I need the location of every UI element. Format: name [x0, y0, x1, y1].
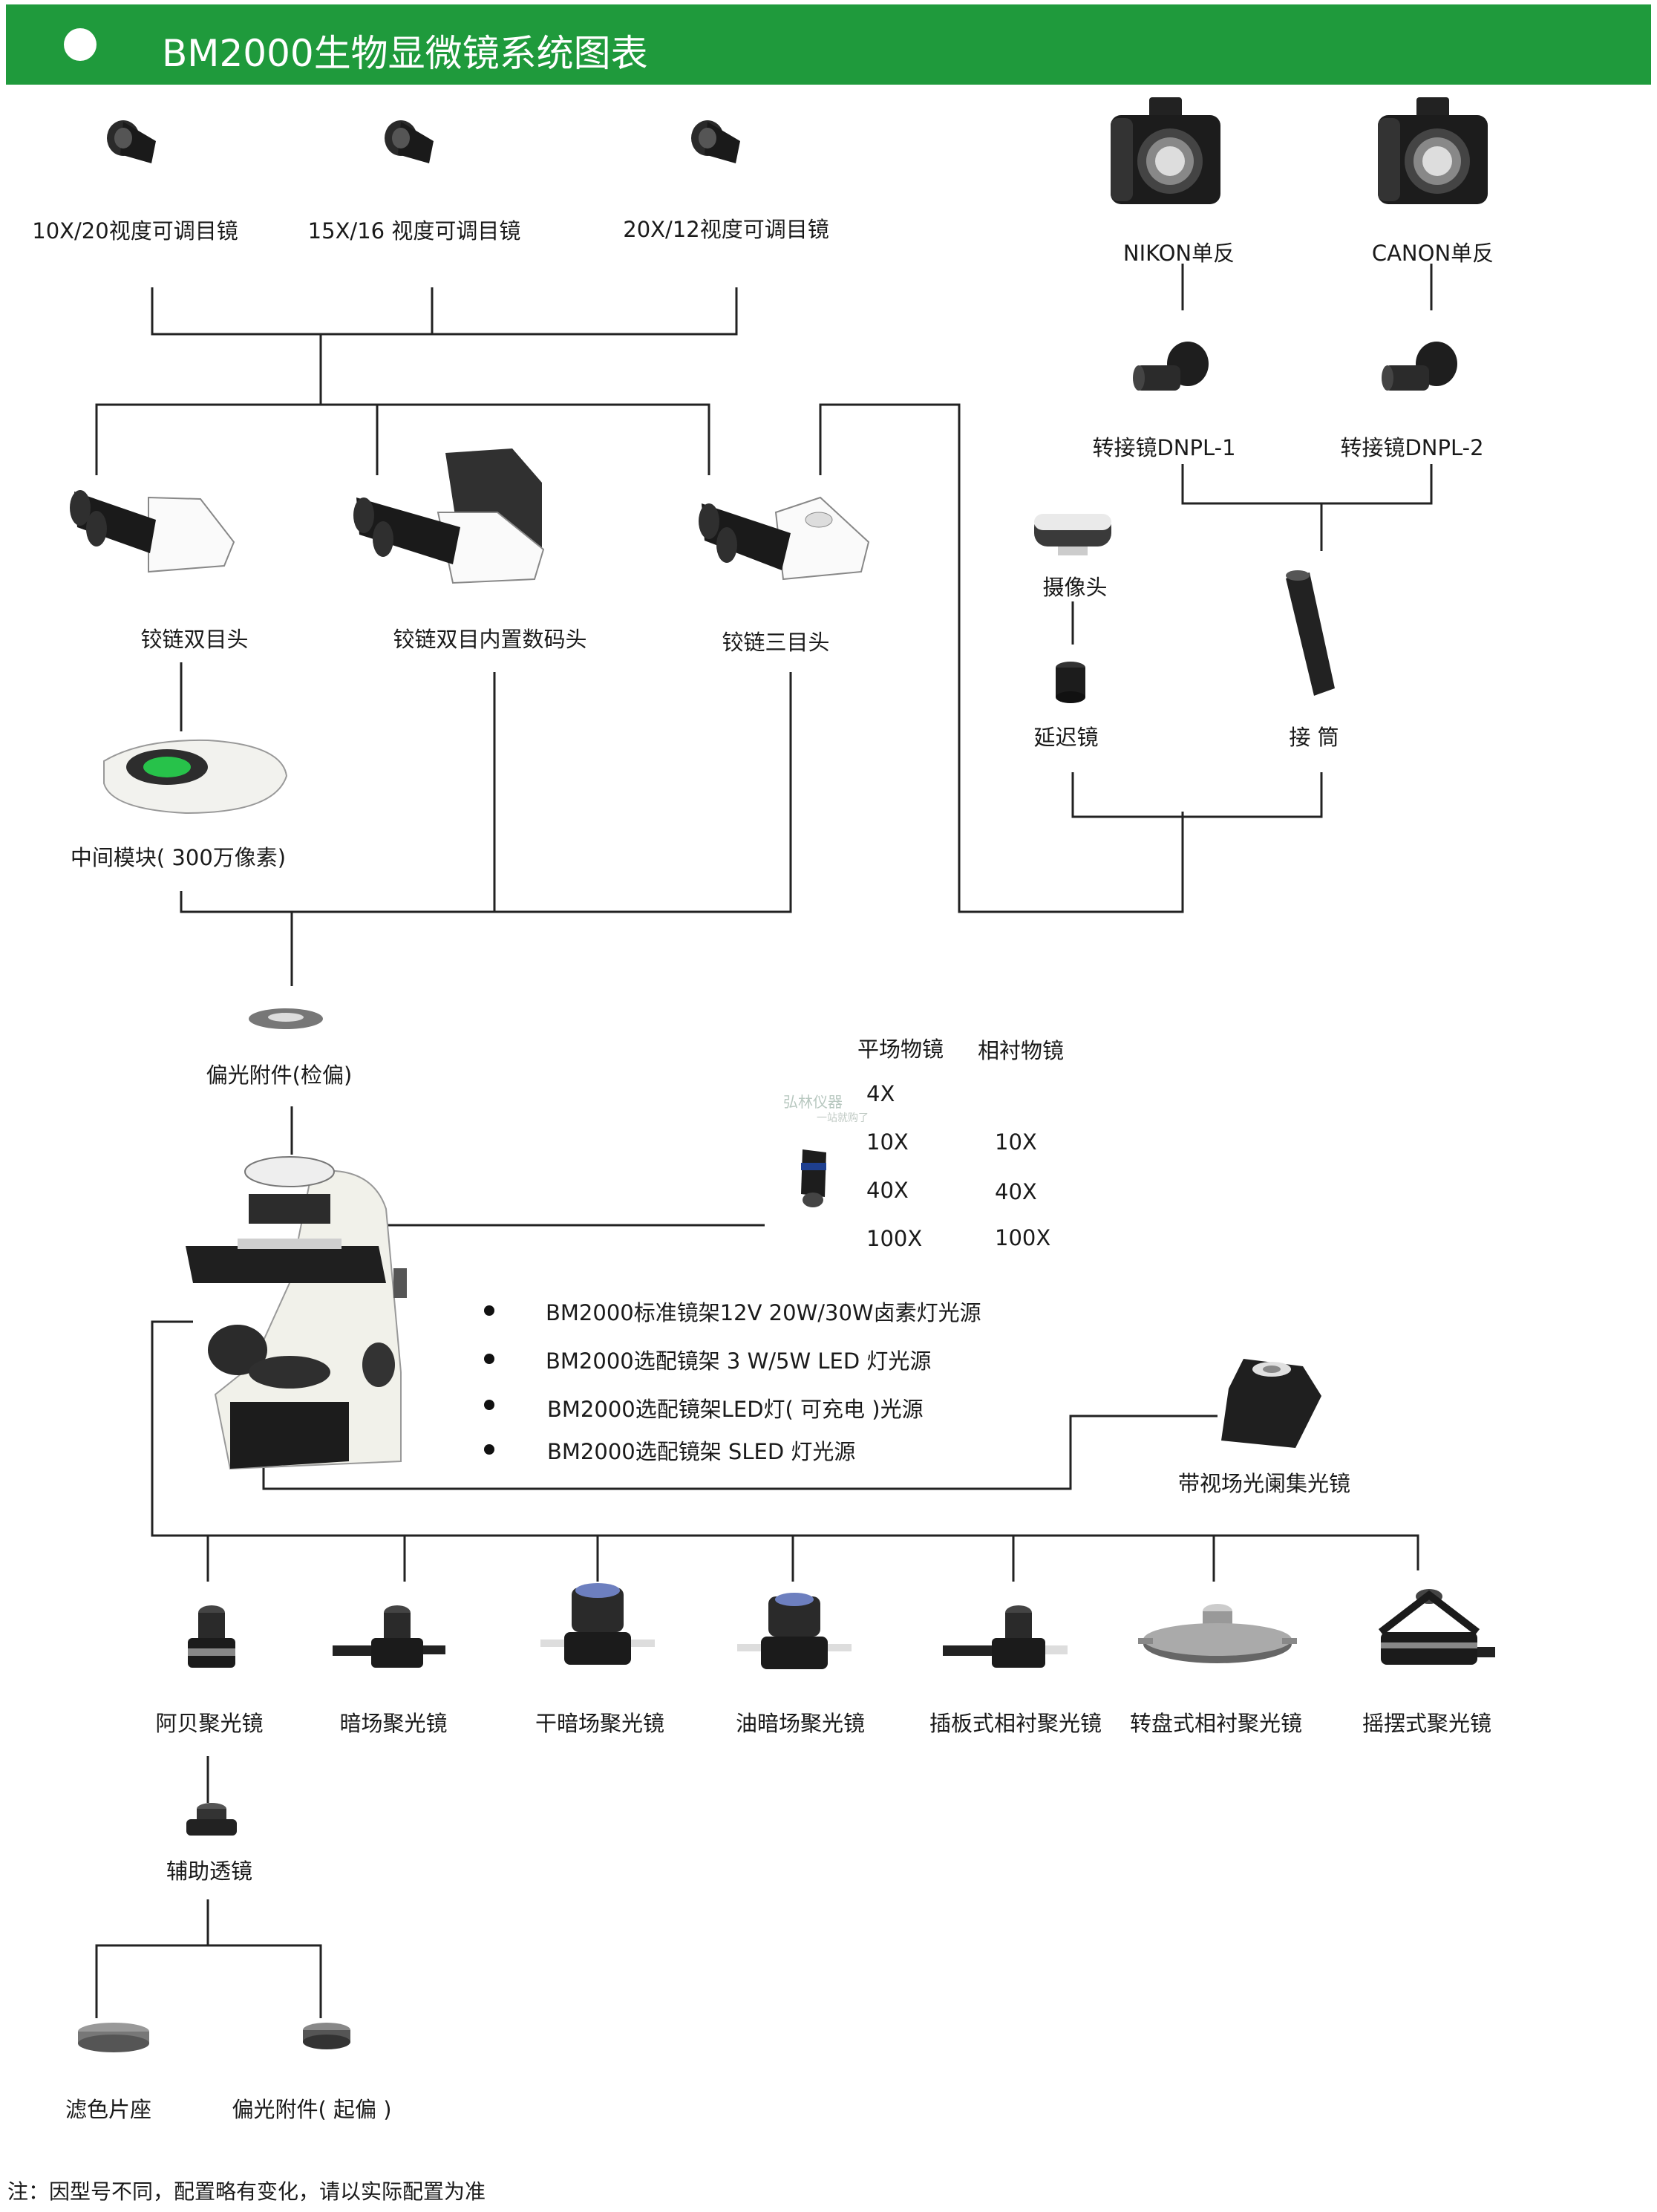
reducer-label: 延迟镜 — [1033, 725, 1099, 750]
header-dot — [64, 28, 97, 61]
light-source-3: BM2000选配镜架LED灯( 可充电 )光源 — [547, 1397, 924, 1422]
reducer-lens-icon — [1056, 662, 1085, 703]
watermark-line1: 弘林仪器 — [783, 1093, 843, 1111]
plan-objective-40x: 40X — [866, 1178, 909, 1203]
bullet-icon — [484, 1354, 494, 1364]
dslr-camera-icon — [1378, 97, 1488, 204]
aux-lens-label: 辅助透镜 — [166, 1859, 253, 1884]
adapter-lens-icon — [1382, 342, 1457, 391]
eyepiece-label-2: 15X/16 视度可调目镜 — [307, 218, 521, 244]
eyepiece-icon — [385, 120, 434, 163]
binocular-head-icon — [70, 490, 235, 573]
condenser-label-swing-out: 摇摆式聚光镜 — [1362, 1711, 1492, 1736]
light-source-2: BM2000选配镜架 3 W/5W LED 灯光源 — [546, 1348, 932, 1374]
plan-objective-10x: 10X — [866, 1129, 909, 1155]
objective-lens-icon — [801, 1149, 826, 1207]
camera-module-label: 摄像头 — [1042, 575, 1108, 600]
turret-phase-condenser-icon — [1138, 1604, 1297, 1663]
swing-out-condenser-icon — [1378, 1589, 1495, 1665]
eyepiece-label-3: 20X/12视度可调目镜 — [623, 217, 829, 242]
microscope-icon — [186, 1156, 407, 1470]
polarizer-ring-icon — [303, 2023, 350, 2049]
light-source-1: BM2000标准镜架12V 20W/30W卤素灯光源 — [546, 1300, 981, 1325]
page-title: BM2000生物显微镜系统图表 — [162, 32, 648, 75]
eyepiece-icon — [691, 120, 740, 163]
filter-holder-icon — [78, 2023, 149, 2052]
camera-label-nikon: NIKON单反 — [1122, 241, 1235, 266]
condenser-label-slider-phase: 插板式相衬聚光镜 — [929, 1711, 1102, 1736]
condenser-label-darkfield: 暗场聚光镜 — [339, 1711, 448, 1736]
middle-module-label: 中间模块( 300万像素) — [70, 845, 287, 870]
bullet-icon — [484, 1444, 494, 1455]
condenser-label-oil-darkfield: 油暗场聚光镜 — [735, 1711, 866, 1736]
condenser-label-abbe: 阿贝聚光镜 — [155, 1711, 264, 1736]
bullet-icon — [484, 1400, 494, 1410]
adapter-label-2: 转接镜DNPL-2 — [1340, 435, 1484, 460]
phase-objective-100x: 100X — [995, 1225, 1051, 1250]
camera-label-canon: CANON单反 — [1371, 241, 1494, 266]
footnote: 注：因型号不同，配置略有变化，请以实际配置为准 — [7, 2179, 486, 2204]
adapter-label-1: 转接镜DNPL-1 — [1092, 435, 1236, 460]
phase-objective-10x: 10X — [995, 1129, 1037, 1155]
light-source-4: BM2000选配镜架 SLED 灯光源 — [547, 1439, 856, 1464]
polarizer-analyzer-label: 偏光附件(检偏) — [206, 1063, 353, 1088]
filter-holder-label: 滤色片座 — [65, 2097, 152, 2122]
bullet-icon — [484, 1305, 494, 1316]
auxiliary-lens-icon — [186, 1803, 237, 1836]
plan-objective-4x: 4X — [866, 1081, 895, 1106]
field-diaphragm-collector-icon — [1221, 1359, 1321, 1448]
head-label-trinocular: 铰链三目头 — [722, 630, 830, 655]
adapter-lens-icon — [1133, 342, 1209, 391]
darkfield-condenser-icon — [333, 1605, 445, 1668]
middle-module-icon — [103, 739, 288, 815]
polarizer-ring-icon — [249, 1008, 323, 1029]
eyepiece-icon — [107, 120, 156, 163]
field-collector-label: 带视场光阑集光镜 — [1177, 1471, 1351, 1496]
tube-icon — [1286, 570, 1335, 696]
phase-objective-header: 相衬物镜 — [978, 1038, 1065, 1063]
abbe-condenser-icon — [188, 1605, 235, 1668]
head-label-binocular: 铰链双目头 — [140, 627, 249, 652]
phase-objective-40x: 40X — [995, 1179, 1037, 1204]
camera-module-icon — [1034, 514, 1111, 555]
dslr-camera-icon — [1111, 97, 1220, 204]
head-label-digital: 铰链双目内置数码头 — [393, 627, 587, 652]
dry-darkfield-condenser-icon — [540, 1583, 655, 1665]
plan-objective-100x: 100X — [866, 1226, 923, 1251]
plan-objective-header: 平场物镜 — [857, 1037, 944, 1062]
header-bar: BM2000生物显微镜系统图表 — [6, 4, 1651, 85]
slider-phase-condenser-icon — [943, 1605, 1068, 1668]
condenser-label-dry-darkfield: 干暗场聚光镜 — [535, 1711, 665, 1736]
eyepiece-label-1: 10X/20视度可调目镜 — [32, 218, 238, 244]
watermark-line2: 一站就购了 — [817, 1112, 869, 1124]
polarizer-polarizer-label: 偏光附件( 起偏 ) — [232, 2097, 392, 2122]
digital-binocular-head-icon — [353, 448, 545, 584]
oil-darkfield-condenser-icon — [737, 1593, 852, 1669]
trinocular-head-icon — [699, 496, 870, 581]
condenser-label-turret-phase: 转盘式相衬聚光镜 — [1129, 1711, 1303, 1736]
tube-label: 接 筒 — [1289, 725, 1339, 750]
